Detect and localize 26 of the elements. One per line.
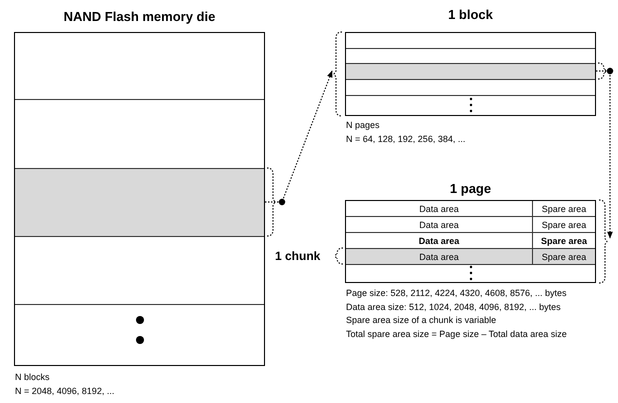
spare-area-label: Spare area xyxy=(532,217,595,232)
table-row xyxy=(346,233,595,249)
note: N blocks xyxy=(15,371,50,384)
heading: 1 page xyxy=(448,181,492,196)
data-area-label: Data area xyxy=(418,250,460,264)
note: N = 2048, 4096, 8192, ... xyxy=(15,384,114,398)
data-area-label: Data area xyxy=(418,202,460,216)
chunk-label: 1 chunk xyxy=(275,249,320,263)
memory-row xyxy=(15,169,264,237)
note: Page size: 528, 2112, 4224, 4320, 4608, 8576, ... bytes xyxy=(346,287,566,300)
spare-area-label: Spare area xyxy=(532,249,595,264)
spare-area-label: Spare area xyxy=(532,201,595,216)
note: Total spare area size = Page size – Total data area size xyxy=(346,328,567,341)
note: Spare area size of a chunk is variable xyxy=(346,314,496,327)
heading: 1 block xyxy=(447,7,494,22)
table-row xyxy=(346,249,595,265)
memory-row xyxy=(346,64,595,80)
heading: NAND Flash memory die xyxy=(62,9,216,24)
spare-area-label: Spare area xyxy=(532,233,595,248)
note: N pages xyxy=(346,119,380,132)
table-row xyxy=(346,201,595,217)
note: Data area size: 512, 1024, 2048, 4096, 8192, ... bytes xyxy=(346,300,561,314)
table-row xyxy=(346,217,595,233)
data-area-label: Data area xyxy=(418,218,460,232)
data-area-label: Data area xyxy=(418,234,460,248)
note: N = 64, 128, 192, 256, 384, ... xyxy=(346,132,466,146)
